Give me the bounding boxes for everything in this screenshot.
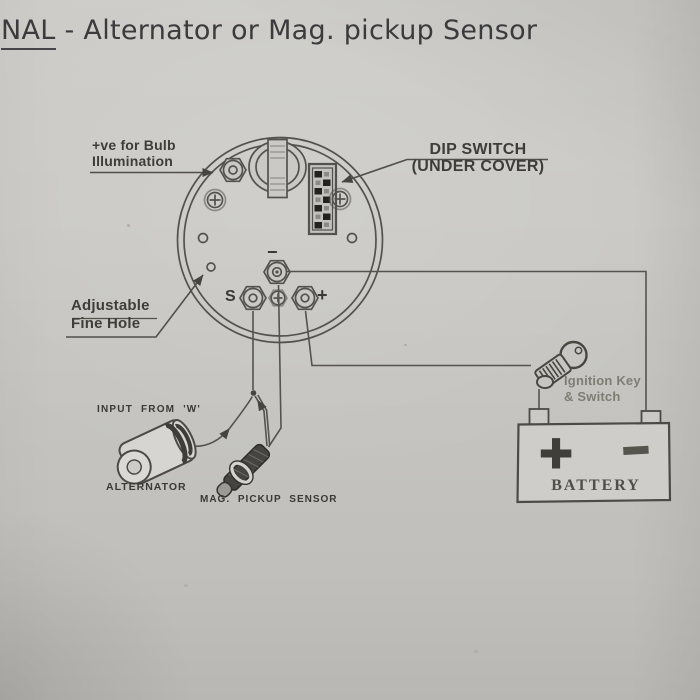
battery: + − xyxy=(516,408,672,504)
plus-terminal-label: + xyxy=(317,285,328,305)
ignition-key-switch-label: Ignition Key & Switch xyxy=(564,373,641,404)
dip-switch-label: DIP SWITCH (UNDER COVER) xyxy=(411,141,545,175)
page-title: NAL - Alternator or Mag. pickup Sensor xyxy=(1,15,538,50)
battery-label: BATTERY xyxy=(551,477,641,494)
s-terminal-label: S xyxy=(225,288,236,305)
sensor-arrow xyxy=(256,399,267,412)
battery-body xyxy=(516,421,672,504)
signal-terminal xyxy=(239,285,267,311)
tachometer-rear-view xyxy=(176,136,384,344)
paper-speck xyxy=(404,344,407,346)
switch-barrel xyxy=(536,375,554,389)
case-screw-left xyxy=(203,188,227,212)
dip-label-leader xyxy=(341,158,548,183)
wire-junction-to-sensor-a xyxy=(254,395,268,447)
wire-plus-to-ignition xyxy=(304,310,531,367)
battery-minus-symbol: − xyxy=(621,429,652,470)
adjustable-label-leader xyxy=(66,274,204,338)
adjustable-fine-hole-label: Adjustable Fine Hole xyxy=(71,297,150,332)
alternator-pulley-hub xyxy=(126,459,142,475)
title-underlined-word: NAL xyxy=(1,15,56,50)
minus-terminal xyxy=(263,259,291,285)
mag-pickup-sensor xyxy=(216,443,271,498)
leader-lines xyxy=(66,158,548,338)
battery-post-positive xyxy=(528,408,550,426)
minus-terminal-label: − xyxy=(267,242,278,262)
case-screw-right xyxy=(328,187,352,211)
plus-terminal xyxy=(291,285,319,311)
case-hole-left xyxy=(197,232,209,244)
battery-plus-symbol: + xyxy=(538,427,575,478)
sensor-lock-nut xyxy=(230,461,253,484)
wire-junction xyxy=(250,390,257,396)
ignition-key-and-switch xyxy=(534,340,588,389)
input-from-w-label: INPUT FROM 'W' xyxy=(97,404,201,415)
wire-minus-to-sensor xyxy=(267,284,282,448)
wire-alternator-curve-b xyxy=(228,396,253,429)
adjustable-fine-hole xyxy=(206,262,216,272)
wire-alternator-curve-a xyxy=(189,427,231,448)
sensor-tip xyxy=(216,481,233,498)
case-hole-right xyxy=(346,232,358,244)
wire-minus-to-battery xyxy=(287,270,647,410)
mag-pickup-sensor-label: MAG. PICKUP SENSOR xyxy=(200,494,338,505)
paper-speck xyxy=(127,224,130,227)
bulb-illumination-label: +ve for Bulb Illumination xyxy=(92,137,176,169)
paper-speck xyxy=(184,584,188,587)
bulb-holder xyxy=(248,138,307,199)
illumination-terminal xyxy=(219,157,247,183)
key-hole xyxy=(574,346,583,355)
paper-speck xyxy=(474,650,478,653)
alternator xyxy=(116,418,197,485)
alternator-label: ALTERNATOR xyxy=(106,481,187,493)
title-rest: - Alternator or Mag. pickup Sensor xyxy=(55,15,538,46)
